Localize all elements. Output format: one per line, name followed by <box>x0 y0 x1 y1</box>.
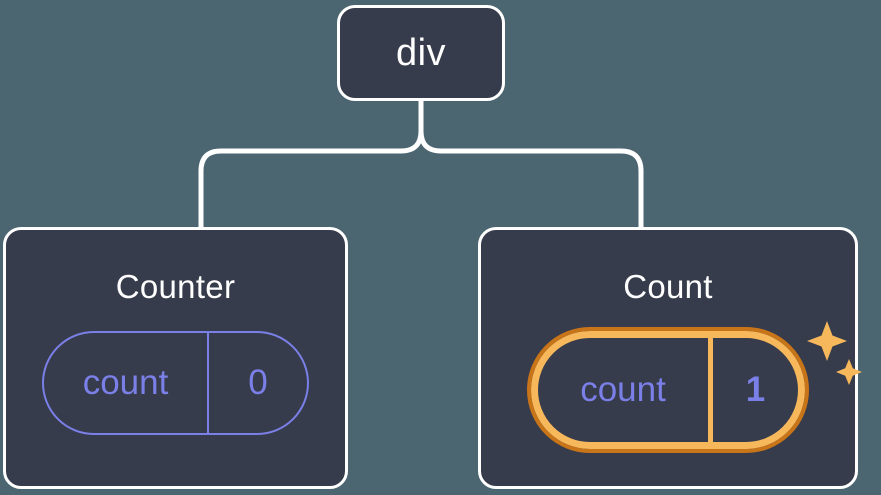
node-root-div[interactable]: div <box>337 5 505 101</box>
state-pill-count-wrap: count 1 <box>527 321 862 453</box>
state-pill-counter[interactable]: count 0 <box>42 331 309 435</box>
root-node-label: div <box>395 31 447 74</box>
state-pill-counter-wrap: count 0 <box>42 331 309 435</box>
state-pill-count-highlighted[interactable]: count 1 <box>527 327 809 453</box>
state-value-label: 0 <box>207 333 307 433</box>
state-key-label: count <box>82 363 169 402</box>
sparkles-icon <box>807 321 862 385</box>
node-counter-title: Counter <box>115 268 236 305</box>
state-key-label: count <box>580 370 666 409</box>
node-count[interactable]: Count count 1 <box>478 227 862 489</box>
node-count-title: Count <box>623 268 713 305</box>
node-counter[interactable]: Counter count 0 <box>3 227 348 489</box>
state-value-label: 1 <box>708 338 798 442</box>
